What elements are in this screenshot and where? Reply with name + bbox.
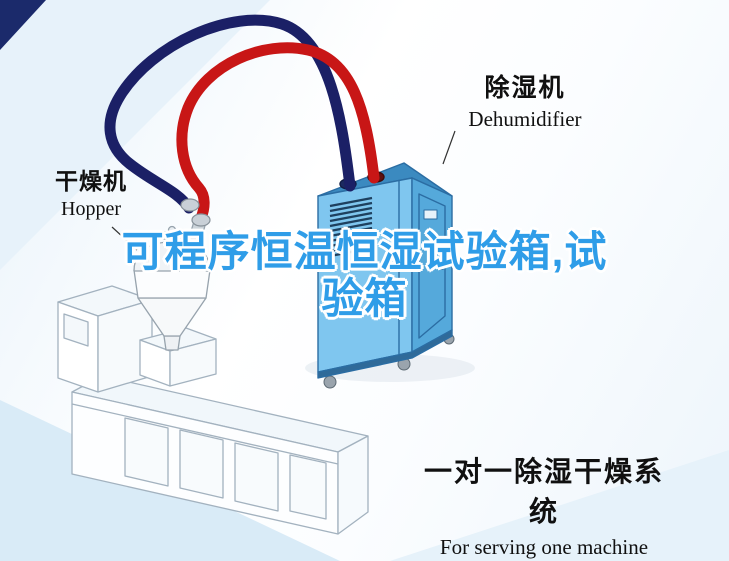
caster-wheel — [323, 375, 337, 389]
inlet-flanges — [180, 198, 211, 227]
footer-slogan-cn: 一对一除湿干燥系统 — [423, 456, 664, 527]
hopper-lid-cap — [162, 231, 182, 241]
hopper-dryer — [133, 217, 211, 351]
extruder-machine — [57, 285, 369, 535]
hopper-dryer-label-cn: 干燥机 — [55, 168, 127, 194]
hopper-dome — [133, 241, 211, 272]
inlet-flange-navy — [180, 198, 200, 212]
hopper-neck — [163, 335, 181, 351]
page-title-line2: 验箱 — [321, 275, 408, 323]
side-door-outline — [418, 193, 446, 339]
dehumidifier-label: 除湿机 Dehumidifier — [456, 68, 594, 132]
footer-slogan: 一对一除湿干燥系统 For serving one machine — [410, 450, 678, 560]
machine-panel-1 — [124, 417, 169, 487]
dehumidifier-plinth — [317, 329, 453, 379]
pedestal-side — [169, 338, 217, 387]
bg-tint-topleft — [0, 0, 270, 270]
hopper-pointer-line — [111, 226, 138, 251]
page-title: 可程序恒温恒湿试验箱,试 验箱 — [0, 228, 729, 322]
vent-grille — [329, 196, 373, 258]
control-display — [423, 209, 438, 220]
control-button — [426, 232, 430, 236]
gearbox-vent-panel — [63, 313, 89, 347]
door-handle — [440, 252, 444, 270]
control-button — [433, 235, 437, 239]
machine-front-rail — [71, 403, 339, 465]
hopper-dryer-label-en: Hopper — [61, 198, 121, 220]
dry-air-pipe — [176, 42, 380, 224]
return-air-pipe — [104, 14, 356, 214]
machine-panel-4 — [289, 454, 327, 520]
dehumidifier-label-cn: 除湿机 — [484, 74, 566, 102]
footer-slogan-en: For serving one machine — [439, 535, 649, 559]
corner-triangle — [0, 0, 46, 50]
machine-panel-3 — [234, 442, 279, 512]
page-title-line1: 可程序恒温恒湿试验箱,试 — [121, 228, 608, 275]
hopper-dryer-label: 干燥机 Hopper — [46, 162, 136, 221]
dehumidifier-pointer-line — [442, 130, 456, 165]
bg-tint-bottomright — [390, 450, 729, 561]
machine-side-face — [337, 435, 369, 535]
machine-panel-2 — [179, 429, 224, 499]
inlet-flange-red — [191, 213, 211, 227]
dehumidifier-label-en: Dehumidifier — [468, 107, 582, 131]
